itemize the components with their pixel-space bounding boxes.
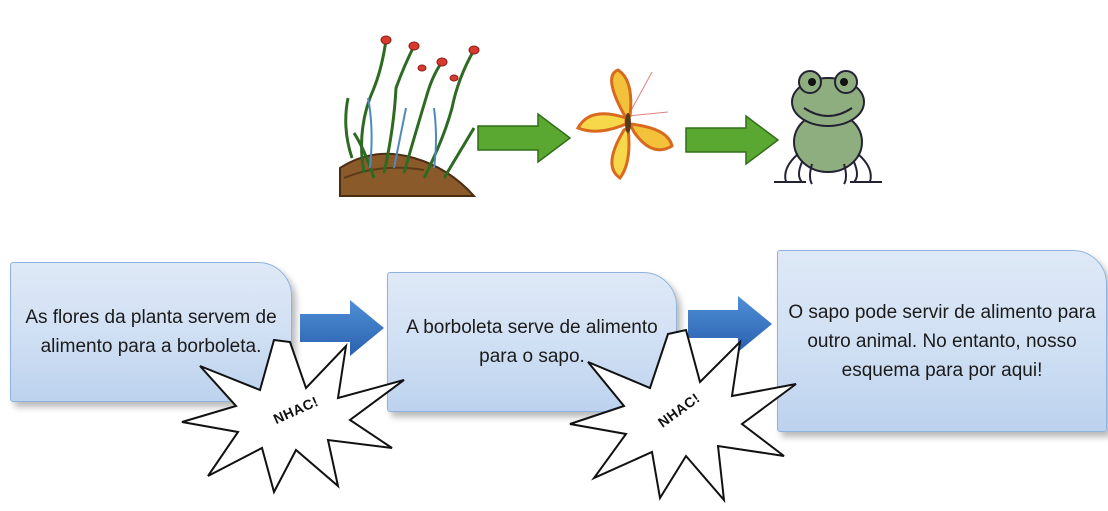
box-butterfly-to-frog-text: A borboleta serve de alimento para o sap… xyxy=(406,317,658,367)
blue-arrow-2 xyxy=(688,296,772,352)
box-plant-to-butterfly: As flores da planta servem de alimento p… xyxy=(10,262,292,402)
blue-arrow-1 xyxy=(300,300,384,356)
green-arrow-1 xyxy=(477,112,572,164)
box-frog-end: O sapo pode servir de alimento para outr… xyxy=(777,250,1107,432)
starburst-2 xyxy=(569,328,797,504)
box-frog-end-text: O sapo pode servir de alimento para outr… xyxy=(788,301,1096,381)
butterfly-illustration xyxy=(575,68,674,181)
green-arrow-2 xyxy=(685,114,780,166)
plant-illustration xyxy=(339,35,480,197)
starburst-1 xyxy=(181,338,405,495)
frog-illustration xyxy=(774,70,882,185)
box-plant-to-butterfly-text: As flores da planta servem de alimento p… xyxy=(25,307,277,357)
